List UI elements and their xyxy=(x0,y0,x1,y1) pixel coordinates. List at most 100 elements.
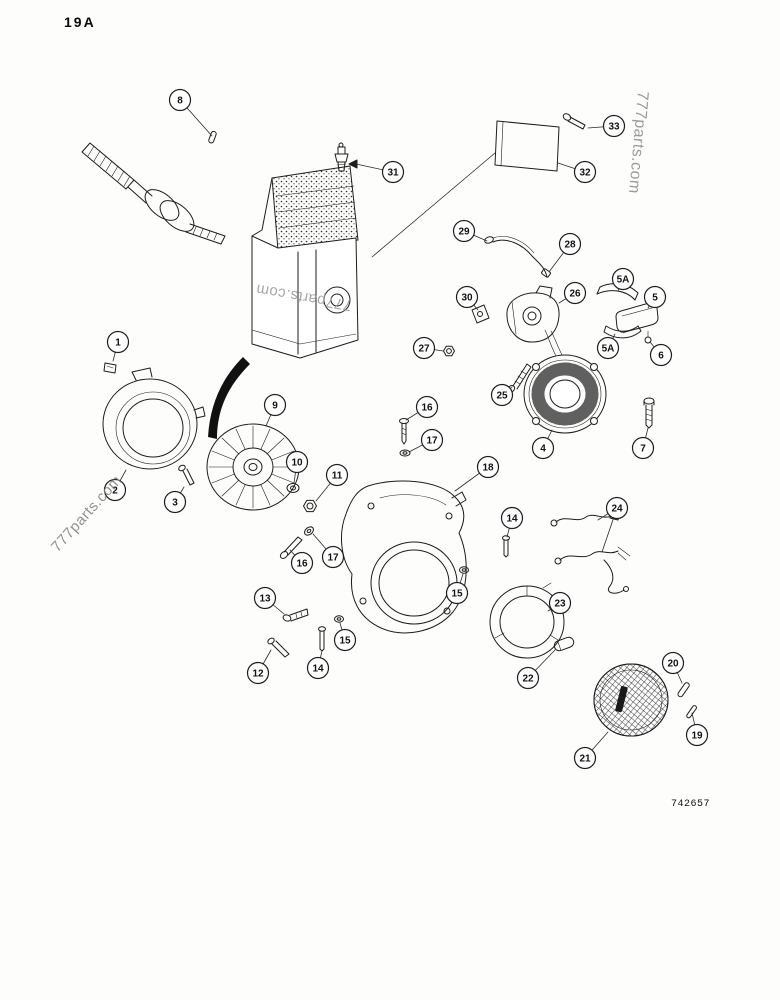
flywheel-washer-drawing xyxy=(286,483,300,493)
svg-text:14: 14 xyxy=(312,664,324,675)
wire-leads-drawing xyxy=(550,511,631,594)
callout-5: 5 xyxy=(643,285,667,309)
callout-28: 28 xyxy=(548,232,582,273)
callout-14: 14 xyxy=(500,506,524,538)
callout-17: 17 xyxy=(408,428,444,453)
svg-text:5: 5 xyxy=(652,293,658,304)
svg-text:8: 8 xyxy=(177,96,183,107)
svg-text:5A: 5A xyxy=(617,275,630,286)
spacer-drawing xyxy=(553,636,575,652)
callout-16: 16 xyxy=(289,549,314,575)
callout-20: 20 xyxy=(661,651,685,684)
callout-3: 3 xyxy=(163,486,187,514)
svg-text:17: 17 xyxy=(426,436,438,447)
callout-19: 19 xyxy=(685,712,709,747)
page-number-label: 19A xyxy=(64,14,96,30)
svg-text:33: 33 xyxy=(608,122,620,133)
flywheel-nut-drawing xyxy=(303,499,317,513)
callout-1: 1 xyxy=(106,330,130,362)
callout-6: 6 xyxy=(649,341,673,367)
callout-14: 14 xyxy=(306,650,330,680)
spark-plug-drawing xyxy=(334,142,349,172)
fan-housing-drawing xyxy=(341,480,467,634)
callout-9: 9 xyxy=(263,393,287,427)
svg-text:16: 16 xyxy=(296,559,308,570)
svg-text:13: 13 xyxy=(259,594,271,605)
flywheel-guard-drawing xyxy=(102,367,206,470)
callout-15: 15 xyxy=(445,573,469,605)
housing-washer-top-drawing xyxy=(399,449,411,457)
svg-text:15: 15 xyxy=(339,636,351,647)
svg-text:21: 21 xyxy=(579,754,591,765)
rotation-arrow xyxy=(208,357,250,439)
callout-11: 11 xyxy=(315,463,349,502)
guard-clip-drawing xyxy=(103,362,117,374)
callout-27: 27 xyxy=(412,336,444,360)
svg-text:16: 16 xyxy=(421,403,433,414)
svg-text:23: 23 xyxy=(554,599,566,610)
svg-text:11: 11 xyxy=(332,471,343,482)
svg-text:18: 18 xyxy=(482,463,494,474)
callout-7: 7 xyxy=(631,427,655,460)
callout-31: 31 xyxy=(355,160,405,184)
svg-text:27: 27 xyxy=(418,344,430,355)
engine-block-drawing xyxy=(251,165,359,359)
coil-bracket-drawing xyxy=(471,304,490,324)
svg-text:7: 7 xyxy=(640,444,646,455)
svg-text:14: 14 xyxy=(506,514,518,525)
screen-drawing xyxy=(593,663,669,737)
svg-text:4: 4 xyxy=(540,444,546,455)
callout-33: 33 xyxy=(587,114,626,138)
svg-text:32: 32 xyxy=(579,168,591,179)
callout-24: 24 xyxy=(597,496,629,553)
svg-text:19: 19 xyxy=(691,731,703,742)
svg-text:1: 1 xyxy=(115,338,121,349)
svg-text:6: 6 xyxy=(658,351,664,362)
housing-screw-top-drawing xyxy=(399,418,409,445)
svg-text:31: 31 xyxy=(387,168,399,179)
svg-text:15: 15 xyxy=(451,589,463,600)
svg-text:9: 9 xyxy=(272,401,278,412)
callout-21: 21 xyxy=(573,731,609,770)
screw-12-drawing xyxy=(267,637,290,658)
retainer-ring-drawing xyxy=(489,582,565,659)
callout-29: 29 xyxy=(452,219,488,243)
housing-bolt-left-drawing xyxy=(279,526,314,559)
callout-10: 10 xyxy=(285,450,309,484)
callout-22: 22 xyxy=(516,649,556,690)
svg-text:5A: 5A xyxy=(602,344,615,355)
svg-text:24: 24 xyxy=(611,504,623,515)
washer-15-upper-drawing xyxy=(459,566,469,574)
callout-16: 16 xyxy=(405,395,439,421)
svg-text:17: 17 xyxy=(327,553,339,564)
svg-text:12: 12 xyxy=(252,669,264,680)
woodruff-key-drawing xyxy=(208,130,217,144)
pin-19-drawing xyxy=(686,705,697,719)
callout-13: 13 xyxy=(253,586,285,615)
guard-screw-drawing xyxy=(178,464,195,486)
svg-text:26: 26 xyxy=(569,289,581,300)
callout-30: 30 xyxy=(455,285,479,311)
callout-5A: 5A xyxy=(611,267,635,292)
washer-15-lower-drawing xyxy=(334,615,344,623)
coil-nut-drawing xyxy=(443,345,455,357)
block-plate-leader xyxy=(371,152,496,258)
screw-14-upper-drawing xyxy=(502,535,510,558)
pin-20-drawing xyxy=(677,682,690,698)
svg-text:30: 30 xyxy=(461,293,473,304)
svg-text:20: 20 xyxy=(667,659,679,670)
ignition-coil-drawing xyxy=(506,285,560,343)
svg-text:29: 29 xyxy=(458,227,470,238)
callout-17: 17 xyxy=(312,533,345,569)
callout-2: 2 xyxy=(103,469,127,502)
ignition-wire-drawing xyxy=(484,236,551,278)
mounting-plate-drawing xyxy=(494,120,560,172)
callout-25: 25 xyxy=(490,383,514,407)
crankshaft-drawing xyxy=(81,142,226,245)
svg-text:2: 2 xyxy=(112,486,118,497)
callout-15: 15 xyxy=(333,622,357,652)
flywheel-drawing xyxy=(206,423,300,511)
